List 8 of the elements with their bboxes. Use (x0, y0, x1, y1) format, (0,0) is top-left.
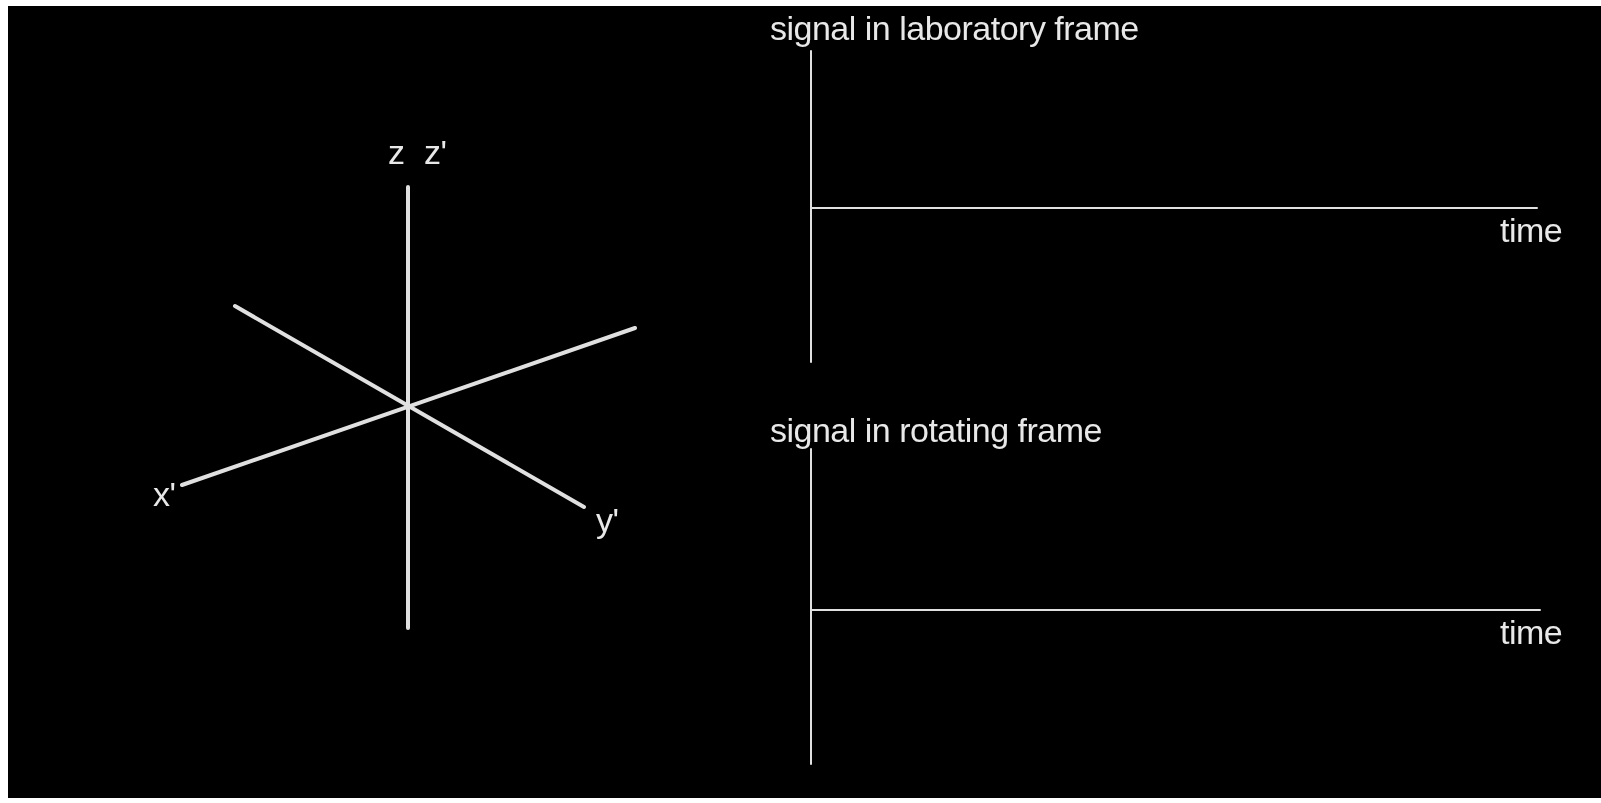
plot-title: signal in rotating frame (770, 410, 1102, 450)
axis-label: time (1500, 612, 1563, 652)
axis-label: y' (596, 500, 619, 540)
axis-label: x' (153, 474, 176, 514)
axis-label: z (388, 132, 405, 172)
axis-label: time (1500, 210, 1563, 250)
axis-label: z' (424, 132, 447, 172)
plot-title: signal in laboratory frame (770, 8, 1139, 48)
